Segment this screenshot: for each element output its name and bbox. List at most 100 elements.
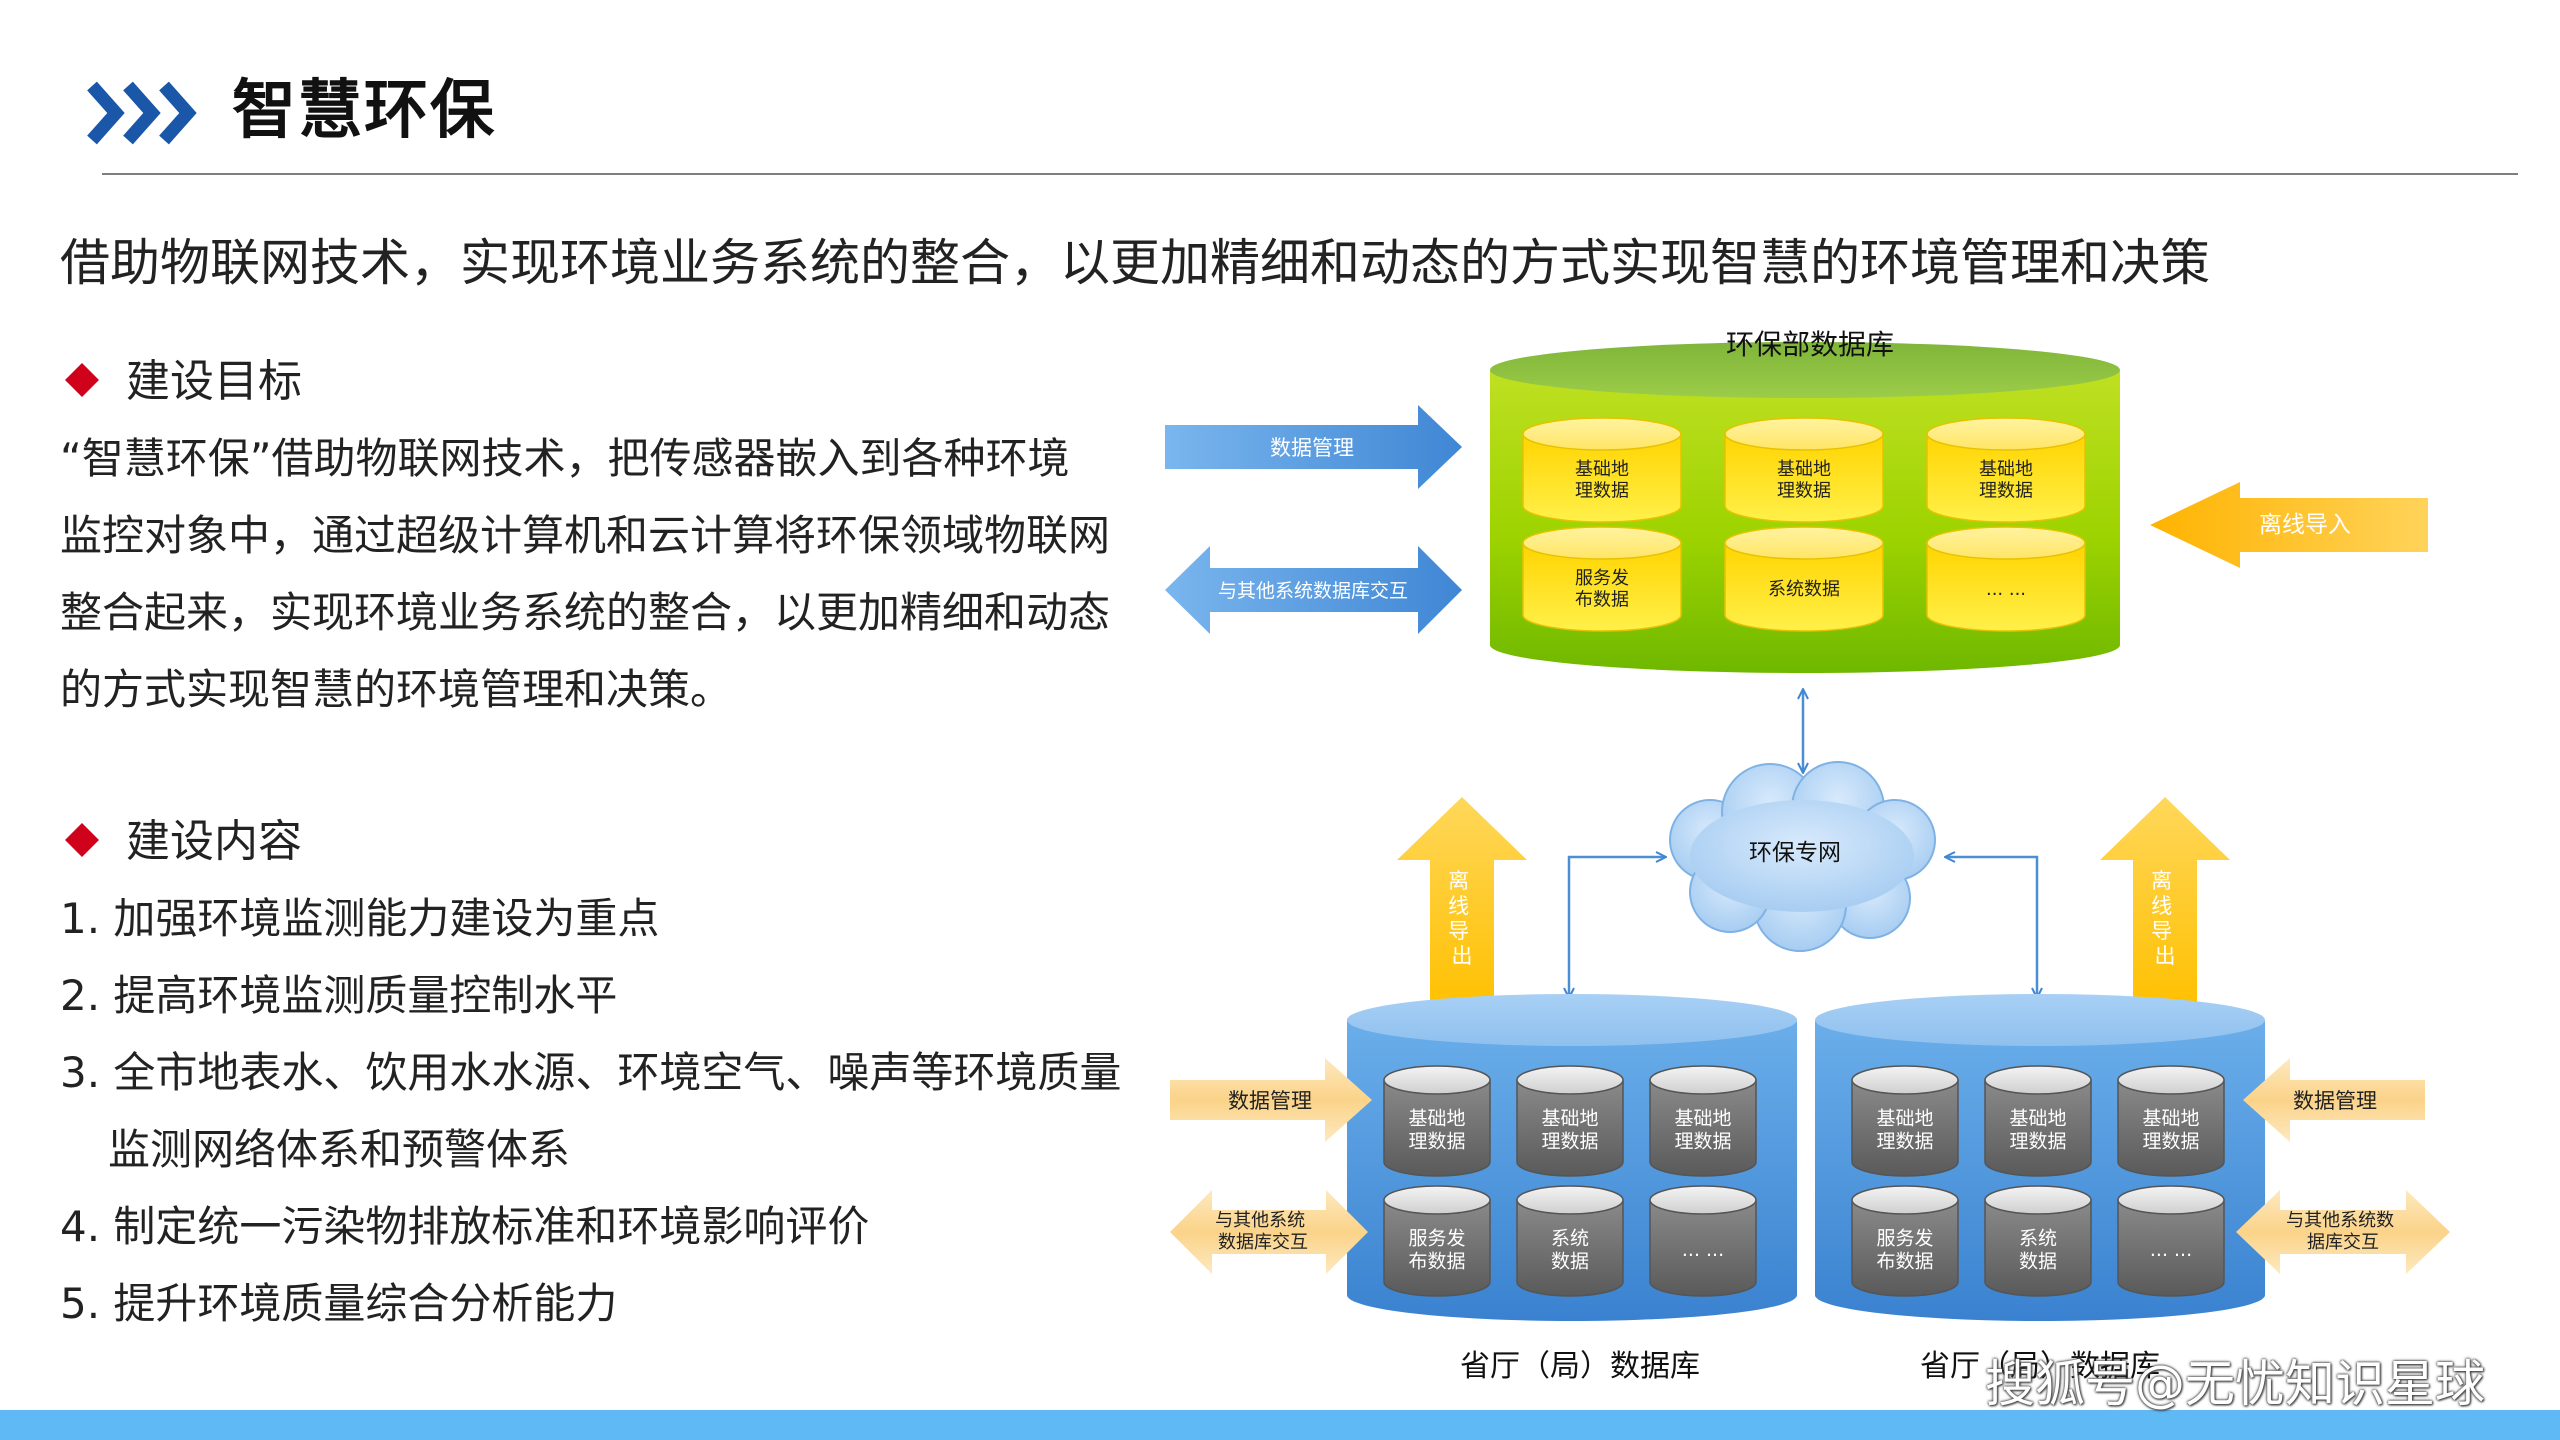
arrow-shape xyxy=(1397,797,1527,1010)
list-item: 1. 加强环境监测能力建设为重点 xyxy=(60,894,660,943)
right-database-lid xyxy=(1815,994,2265,1046)
cell-label: 理数据 xyxy=(1408,1130,1465,1152)
db-cell: ... ... xyxy=(1649,1185,1757,1297)
connector-line xyxy=(1569,857,1665,997)
cell-lid xyxy=(1851,1185,1959,1215)
db-cell: ... ... xyxy=(2117,1185,2225,1297)
cloud-core xyxy=(1690,800,1914,912)
contents-heading: 建设内容 xyxy=(62,812,302,872)
cell-body xyxy=(1851,1079,1959,1177)
cell-body xyxy=(1649,1199,1757,1297)
cell-label: 基础地 xyxy=(2009,1108,2066,1130)
cell-lid xyxy=(1383,1065,1491,1095)
arrow-label: 离 线 导 出 xyxy=(2151,869,2179,968)
arrow-shape xyxy=(1165,405,1462,489)
list-item: 2. 提高环境监测质量控制水平 xyxy=(60,971,618,1020)
cell-label: 理数据 xyxy=(1541,1130,1598,1152)
arrow-shape xyxy=(1165,546,1462,634)
connector-line xyxy=(1946,857,2037,997)
cell-body xyxy=(1522,433,1682,523)
cell-label: 基础地 xyxy=(2142,1108,2199,1130)
cell-label: 理数据 xyxy=(1777,481,1831,502)
cell-body xyxy=(1984,1199,2092,1297)
left-database-lid xyxy=(1347,994,1797,1046)
cell-label: 布数据 xyxy=(1575,590,1629,611)
arrow-label: 与其他系统数据库交互 xyxy=(1218,580,1408,602)
cell-label: ... ... xyxy=(1682,1239,1724,1261)
arrow-label: 与其他系统 数据库交互 xyxy=(1215,1210,1311,1253)
cell-label: 服务发 xyxy=(1575,568,1629,589)
top-db-cell: ... ... xyxy=(1926,526,2086,632)
page-title: 智慧环保 xyxy=(232,74,496,148)
goals-line: “智慧环保”借助物联网技术，把传感器嵌入到各种环境 xyxy=(60,434,1070,483)
arrow-label: 数据管理 xyxy=(2293,1089,2377,1113)
top-db-cell: 系统数据 xyxy=(1724,526,1884,632)
header-divider xyxy=(102,173,2518,175)
cell-label: 服务发 xyxy=(1876,1228,1933,1250)
offline-export-arrow-left: 离 线 导 出 xyxy=(1397,797,1527,1010)
cell-body xyxy=(1383,1079,1491,1177)
cell-lid xyxy=(1516,1185,1624,1215)
cell-label: 基础地 xyxy=(1408,1108,1465,1130)
goals-heading-label: 建设目标 xyxy=(126,356,302,407)
list-item: 监测网络体系和预警体系 xyxy=(108,1125,571,1174)
footer-bar xyxy=(0,1410,2560,1440)
goals-paragraph: “智慧环保”借助物联网技术，把传感器嵌入到各种环境 监控对象中，通过超级计算机和… xyxy=(60,420,1140,728)
cell-lid xyxy=(1724,417,1884,451)
right-data-management-arrow: 数据管理 xyxy=(2243,1058,2425,1142)
cell-lid xyxy=(1724,526,1884,560)
arrow-shape xyxy=(2100,797,2230,1010)
left-data-management-arrow: 数据管理 xyxy=(1170,1058,1372,1142)
list-item: 3. 全市地表水、饮用水水源、环境空气、噪声等环境质量 xyxy=(60,1048,1122,1097)
cell-label: 理数据 xyxy=(1876,1130,1933,1152)
cell-lid xyxy=(1522,526,1682,560)
left-database-label: 省厅（局）数据库 xyxy=(1460,1349,1700,1384)
cell-lid xyxy=(1926,526,2086,560)
offline-import-arrow: 离线导入 xyxy=(2150,482,2428,568)
cell-label: 理数据 xyxy=(1979,481,2033,502)
cell-lid xyxy=(1383,1185,1491,1215)
right-system-interaction-arrow: 与其他系统数 据库交互 xyxy=(2236,1190,2450,1274)
cell-label: 数据 xyxy=(1551,1250,1589,1272)
cell-lid xyxy=(2117,1065,2225,1095)
cell-label: 系统 xyxy=(2019,1228,2057,1250)
cloud-icon: 环保专网 xyxy=(1669,761,1936,952)
cell-lid xyxy=(1649,1065,1757,1095)
cell-label: ... ... xyxy=(2150,1239,2192,1261)
goals-line: 的方式实现智慧的环境管理和决策。 xyxy=(60,665,733,714)
cell-label: 基础地 xyxy=(1876,1108,1933,1130)
arrow-shape xyxy=(2236,1190,2450,1274)
db-cell: 系统数据 xyxy=(1984,1185,2092,1297)
top-database-label: 环保部数据库 xyxy=(1726,328,1894,361)
cloud-label: 环保专网 xyxy=(1749,840,1841,866)
goals-line: 整合起来，实现环境业务系统的整合，以更加精细和动态 xyxy=(60,588,1111,637)
chevron-right-icon xyxy=(87,81,197,145)
arrow-shape xyxy=(1170,1190,1368,1274)
cell-lid xyxy=(1851,1065,1959,1095)
right-database-label: 省厅（局）数据库 xyxy=(1920,1349,2160,1384)
cell-label: 基础地 xyxy=(1674,1108,1731,1130)
cell-body xyxy=(1926,542,2086,632)
cell-lid xyxy=(1926,417,2086,451)
arrow-label: 离线导入 xyxy=(2259,512,2351,538)
system-interaction-arrow: 与其他系统数据库交互 xyxy=(1165,546,1462,634)
cell-body xyxy=(2117,1199,2225,1297)
cell-lid xyxy=(1984,1065,2092,1095)
cell-body xyxy=(1851,1199,1959,1297)
cell-body xyxy=(1724,433,1884,523)
cell-label: 布数据 xyxy=(1408,1250,1465,1272)
cell-label: 基础地 xyxy=(1541,1108,1598,1130)
cell-body xyxy=(1926,433,2086,523)
watermark: 搜狐号@无忧知识星球 xyxy=(1985,1355,2485,1413)
